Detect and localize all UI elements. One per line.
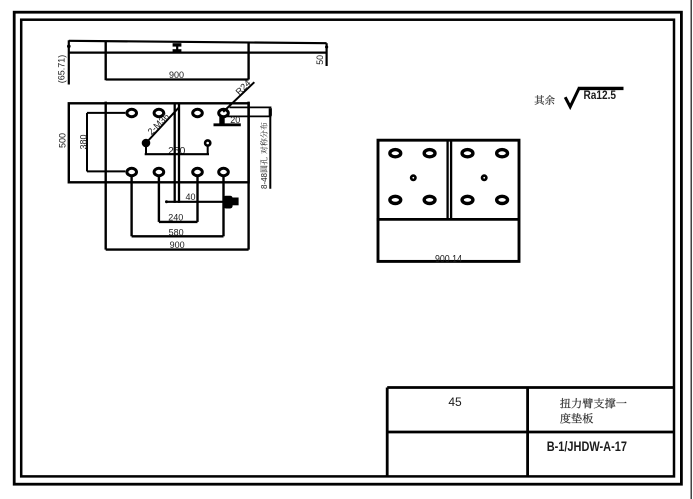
svg-text:Ra12.5: Ra12.5 <box>584 88 617 102</box>
svg-text:500: 500 <box>57 133 67 148</box>
svg-text:B-1/JHDW-A-17: B-1/JHDW-A-17 <box>547 439 627 454</box>
svg-text:380: 380 <box>79 134 89 149</box>
svg-text:40: 40 <box>185 192 195 202</box>
svg-text:900.14: 900.14 <box>435 254 463 265</box>
svg-text:50: 50 <box>315 55 325 65</box>
svg-text:900: 900 <box>169 70 184 80</box>
svg-text:580: 580 <box>169 227 184 237</box>
svg-text:240: 240 <box>168 213 183 223</box>
svg-text:8-48: 8-48 <box>260 172 269 189</box>
svg-text:(65.71): (65.71) <box>56 55 66 84</box>
svg-text:45: 45 <box>448 395 462 409</box>
svg-text:900: 900 <box>170 240 185 250</box>
svg-text:250: 250 <box>168 146 186 157</box>
svg-text:20: 20 <box>230 115 240 125</box>
